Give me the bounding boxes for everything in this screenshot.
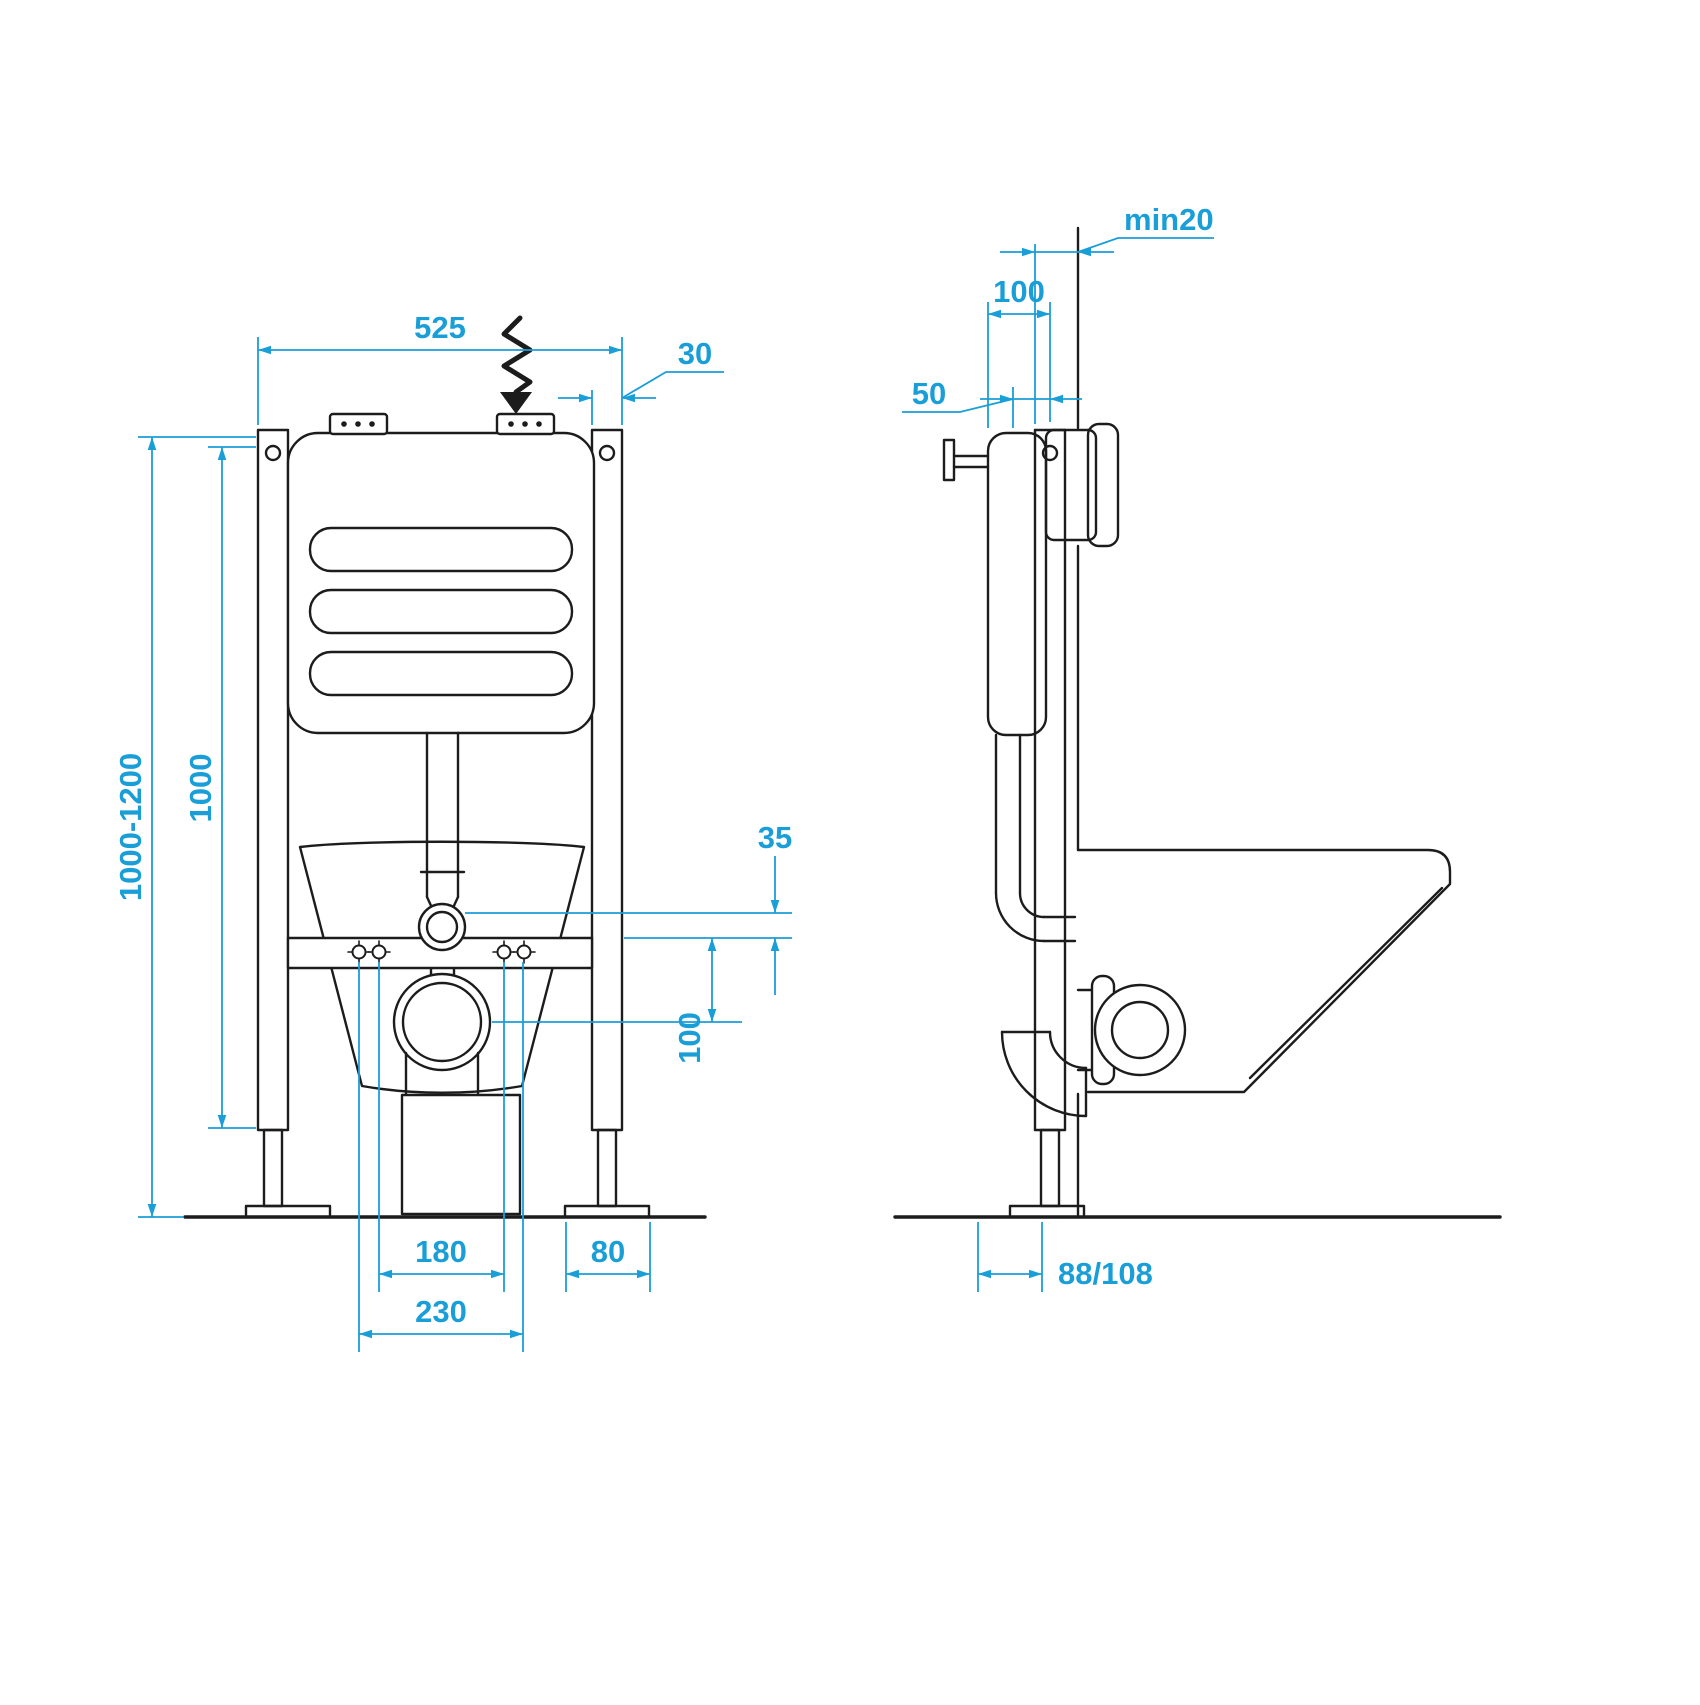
cistern xyxy=(286,431,596,735)
leader-line xyxy=(902,398,1014,413)
fixing-screw xyxy=(516,944,532,960)
dim-outlet-offset-label: 100 xyxy=(672,1012,707,1064)
outlet-flange-inner-circle xyxy=(1110,1000,1170,1060)
tab-hole xyxy=(536,421,542,427)
dim-wall-clearance-label: min20 xyxy=(1124,202,1214,237)
front-view xyxy=(183,315,707,1219)
inlet-valve xyxy=(942,438,956,482)
tab-hole xyxy=(355,421,361,427)
tab-hole xyxy=(508,421,514,427)
water-supply-squiggle xyxy=(501,315,533,395)
waste-outlet-circle xyxy=(392,972,492,1072)
left-rail-hole xyxy=(264,444,282,462)
dim-flush-pipe-offset-label: 35 xyxy=(758,820,792,855)
dim-foot-width-label: 80 xyxy=(591,1234,625,1269)
dim-fixing-outer-label: 230 xyxy=(415,1294,467,1329)
bowl-outline-front xyxy=(298,840,586,1094)
fixing-screws xyxy=(347,940,536,964)
tab-hole xyxy=(522,421,528,427)
side-leg xyxy=(1039,1128,1061,1208)
dim-frame-depth-label: 100 xyxy=(993,274,1045,309)
cistern-side xyxy=(986,431,1048,737)
cistern-slot-2 xyxy=(308,588,574,635)
fixing-screw xyxy=(351,944,367,960)
front-view-dimensions: 525 30 1000-1200 1000 35 100 180 xyxy=(113,310,792,1352)
flush-bend-circle xyxy=(417,902,467,952)
dim-fixing-inner-label: 180 xyxy=(415,1234,467,1269)
waste-housing xyxy=(400,1093,522,1216)
right-rail xyxy=(590,428,624,1132)
waste-elbow-inner xyxy=(1048,1030,1088,1070)
dim-profile-width-label: 30 xyxy=(678,336,712,371)
flush-bend-outer xyxy=(994,891,1046,943)
flush-bend-inner-circle xyxy=(425,910,459,944)
flush-plate-box xyxy=(1044,428,1098,542)
leader-line xyxy=(621,371,724,399)
dim-frame-height-label: 1000 xyxy=(183,754,218,823)
rail-hole xyxy=(1041,444,1059,462)
left-rail xyxy=(256,428,290,1132)
leader-line xyxy=(1077,237,1214,253)
side-view xyxy=(893,226,1502,1219)
right-leg xyxy=(596,1128,618,1208)
flush-plate-face xyxy=(1086,422,1120,548)
fixing-screw xyxy=(496,944,512,960)
dim-install-height-label: 1000-1200 xyxy=(113,753,148,901)
bowl-outline-side xyxy=(1076,848,1452,1094)
dim-pipe-offset-label: 50 xyxy=(912,376,946,411)
water-supply-arrow-icon xyxy=(500,392,532,414)
dim-frame-width-label: 525 xyxy=(414,310,466,345)
waste-elbow-outer xyxy=(1000,1030,1088,1118)
right-rail-hole xyxy=(598,444,616,462)
waste-outlet-inner-circle xyxy=(401,981,483,1063)
left-leg xyxy=(262,1128,284,1208)
cistern-slot-3 xyxy=(308,650,574,697)
cistern-slot-1 xyxy=(308,526,574,573)
flush-bend-inner xyxy=(1018,891,1046,919)
tab-hole xyxy=(369,421,375,427)
mounting-tab-holes xyxy=(341,421,542,427)
fixing-screw xyxy=(371,944,387,960)
side-view-dimensions: min20 100 50 88/108 xyxy=(902,202,1214,1292)
tab-hole xyxy=(341,421,347,427)
bowl-inner-line xyxy=(1248,886,1444,1080)
dim-outlet-depth-label: 88/108 xyxy=(1058,1256,1153,1291)
